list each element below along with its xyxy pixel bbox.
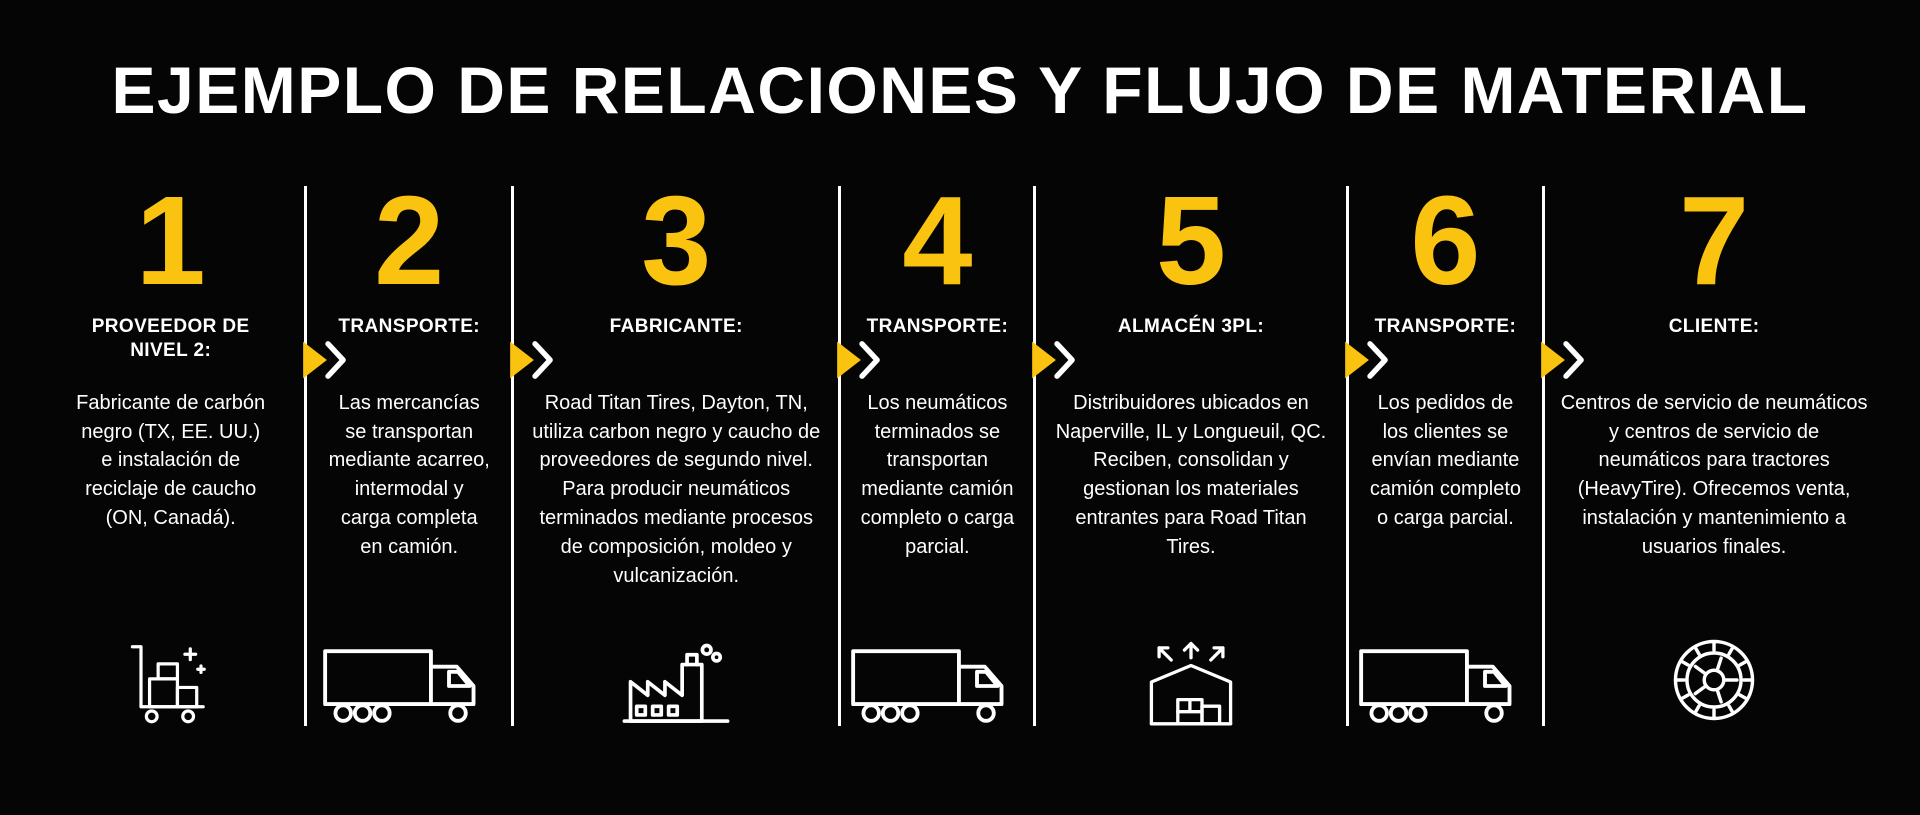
step-description: Distribuidores ubicados en Naperville, I… (1055, 391, 1327, 558)
divider-4-5 (1032, 185, 1076, 726)
step-3-manufacturer: 3 FABRICANTE: Road Titan Tires, Dayton, … (519, 169, 833, 726)
step-2-transport: 2 TRANSPORTE: Las mercancías se transpor… (312, 169, 506, 726)
handcart-icon (126, 636, 216, 726)
step-heading: FABRICANTE: (609, 315, 743, 337)
flow-diagram: 1 PROVEEDOR DE NIVEL 2: Fabricante de ca… (0, 169, 1920, 726)
chevron-right-icon (1030, 338, 1084, 382)
step-number: 7 (1679, 169, 1750, 311)
chevron-right-icon (1343, 338, 1397, 382)
divider-3-4 (837, 185, 881, 726)
step-number: 5 (1155, 169, 1227, 311)
chevron-right-icon (1539, 338, 1593, 382)
step-number: 2 (374, 169, 445, 311)
warehouse-arrows-icon (1139, 638, 1243, 726)
step-7-customer: 7 CLIENTE: Centros de servicio de neumát… (1550, 169, 1878, 726)
truck-icon (321, 646, 497, 726)
truck-icon (1357, 646, 1533, 726)
step-heading: TRANSPORTE: (338, 315, 481, 337)
step-description: Los neumáticos terminados se transportan… (860, 391, 1015, 558)
step-number: 3 (641, 169, 712, 311)
divider-6-7 (1541, 185, 1585, 726)
divider-5-6 (1344, 185, 1388, 726)
step-6-transport: 6 TRANSPORTE: Los pedidos de los cliente… (1354, 169, 1538, 726)
step-description: Centros de servicio de neumáticos y cent… (1560, 391, 1868, 558)
tire-icon (1668, 634, 1760, 726)
chevron-right-icon (301, 338, 355, 382)
chevron-right-icon (508, 338, 562, 382)
step-description: Los pedidos de los clientes se envían me… (1369, 391, 1521, 529)
truck-icon (849, 646, 1025, 726)
page-title: EJEMPLO DE RELACIONES Y FLUJO DE MATERIA… (111, 53, 1809, 127)
divider-2-3 (510, 185, 553, 726)
step-heading: TRANSPORTE: (866, 315, 1009, 337)
step-heading: ALMACÉN 3PL: (1117, 315, 1265, 337)
step-4-transport: 4 TRANSPORTE: Los neumáticos terminados … (846, 169, 1028, 726)
step-1-tier2-supplier: 1 PROVEEDOR DE NIVEL 2: Fabricante de ca… (42, 169, 299, 726)
step-description: Road Titan Tires, Dayton, TN, utiliza ca… (532, 391, 821, 587)
step-number: 1 (135, 169, 206, 311)
step-heading: TRANSPORTE: (1374, 315, 1517, 337)
step-5-3pl-warehouse: 5 ALMACÉN 3PL: Distribuidores ubicados e… (1041, 169, 1340, 726)
factory-icon (620, 640, 732, 726)
chevron-right-icon (835, 338, 889, 382)
divider-1-2 (303, 185, 347, 726)
step-description: Las mercancías se transportan mediante a… (328, 391, 490, 558)
step-heading: PROVEEDOR DE NIVEL 2: (91, 315, 250, 362)
step-number: 6 (1410, 169, 1481, 311)
step-number: 4 (902, 169, 973, 311)
step-heading: CLIENTE: (1668, 315, 1760, 337)
step-description: Fabricante de carbón negro (TX, EE. UU.)… (76, 391, 266, 529)
